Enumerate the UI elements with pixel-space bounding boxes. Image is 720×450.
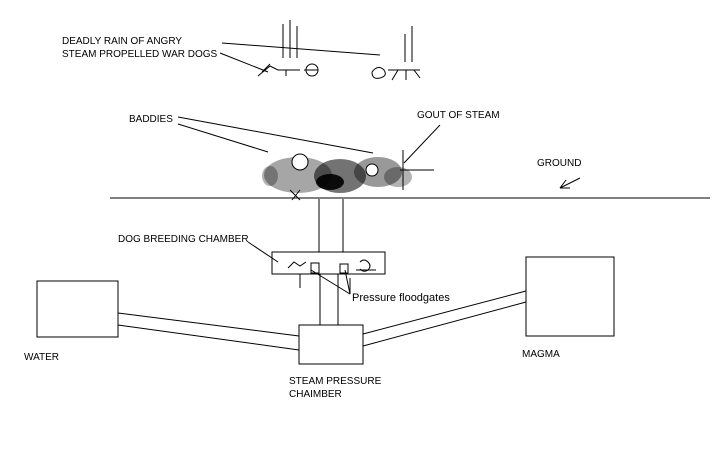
label-dog-breeding-chamber: DOG BREEDING CHAMBER [118,234,249,245]
magma-pipe [362,290,527,347]
floodgate-pipe [299,274,339,325]
label-steam-pressure-1: STEAM PRESSURE [289,376,382,387]
label-war-dogs-2: STEAM PROPELLED WAR DOGS [62,49,218,60]
leader-lines [177,42,441,295]
label-magma: MAGMA [522,349,560,360]
magma-reservoir-box [525,256,615,337]
baddies-cloud [262,153,412,201]
water-reservoir-box [36,280,119,338]
chamber-dogs [287,259,376,274]
label-water: WATER [24,352,59,363]
dog-breeding-chamber-box [271,251,386,275]
label-war-dogs-1: DEADLY RAIN OF ANGRY [62,36,183,47]
label-ground: GROUND [537,158,582,169]
label-pressure-floodgates: Pressure floodgates [352,292,450,304]
label-baddies: BADDIES [129,114,173,125]
label-gout-of-steam: GOUT OF STEAM [417,110,500,121]
water-pipe [117,312,300,351]
war-dog-left [257,20,319,77]
steam-pressure-chamber-box [298,324,364,365]
gout-of-steam-marks [400,150,434,190]
ground-arrow [559,177,581,189]
surface-shaft [318,199,344,252]
label-steam-pressure-2: CHAIMBER [289,389,342,400]
war-dog-right [371,26,421,81]
